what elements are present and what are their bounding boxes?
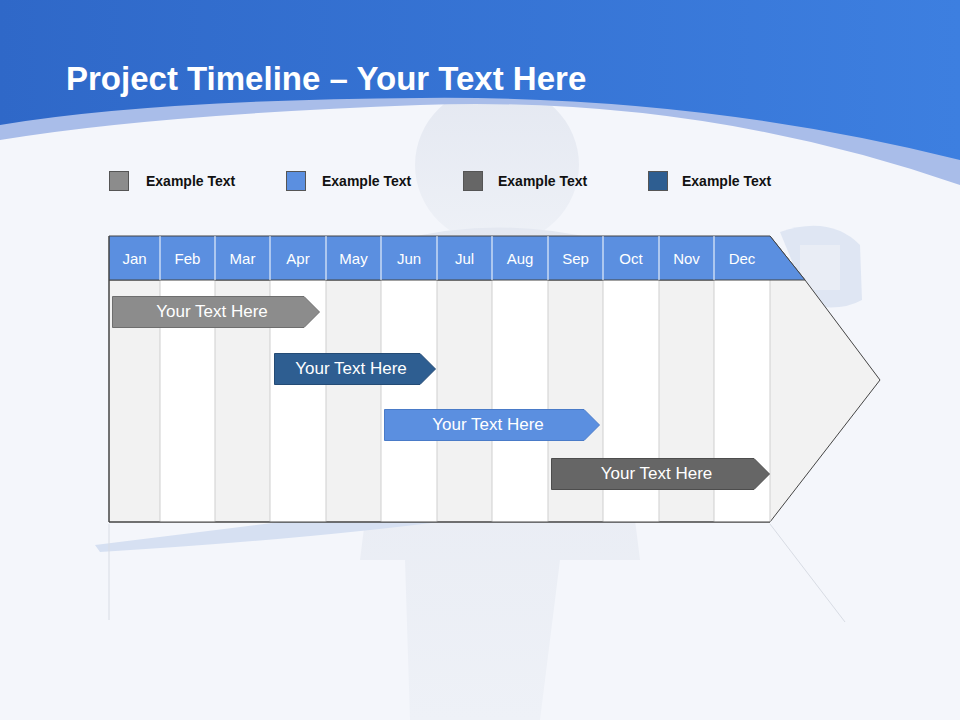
legend-text: Example Text (146, 173, 235, 189)
legend-text: Example Text (682, 173, 771, 189)
timeline-bar: Your Text Here (112, 296, 320, 328)
month-label: Jun (397, 250, 421, 267)
bar-label: Your Text Here (156, 302, 268, 322)
timeline-bar: Your Text Here (384, 409, 600, 441)
bar-label: Your Text Here (601, 464, 713, 484)
legend-text: Example Text (322, 173, 411, 189)
legend-text: Example Text (498, 173, 587, 189)
month-label: Oct (619, 250, 642, 267)
month-label: Jul (455, 250, 474, 267)
bar-arrow-outline (552, 459, 770, 490)
month-label: Aug (507, 250, 534, 267)
slide-title: Project Timeline – Your Text Here (66, 60, 586, 98)
month-label: Apr (286, 250, 309, 267)
timeline-bar: Your Text Here (274, 353, 436, 385)
month-label: May (339, 250, 367, 267)
month-label: Nov (673, 250, 700, 267)
bar-label: Your Text Here (295, 359, 407, 379)
legend-swatch (286, 171, 306, 191)
bar-arrow-outline (275, 354, 436, 385)
month-label: Dec (729, 250, 756, 267)
bar-label: Your Text Here (432, 415, 544, 435)
legend-swatch (109, 171, 129, 191)
legend-swatch (648, 171, 668, 191)
timeline-frame (109, 236, 880, 622)
bar-arrow-outline (385, 410, 600, 441)
month-label: Sep (562, 250, 589, 267)
timeline-bar: Your Text Here (551, 458, 770, 490)
month-label: Mar (230, 250, 256, 267)
month-label: Jan (122, 250, 146, 267)
month-label: Feb (175, 250, 201, 267)
bar-arrow-outline (113, 297, 320, 328)
legend-swatch (463, 171, 483, 191)
